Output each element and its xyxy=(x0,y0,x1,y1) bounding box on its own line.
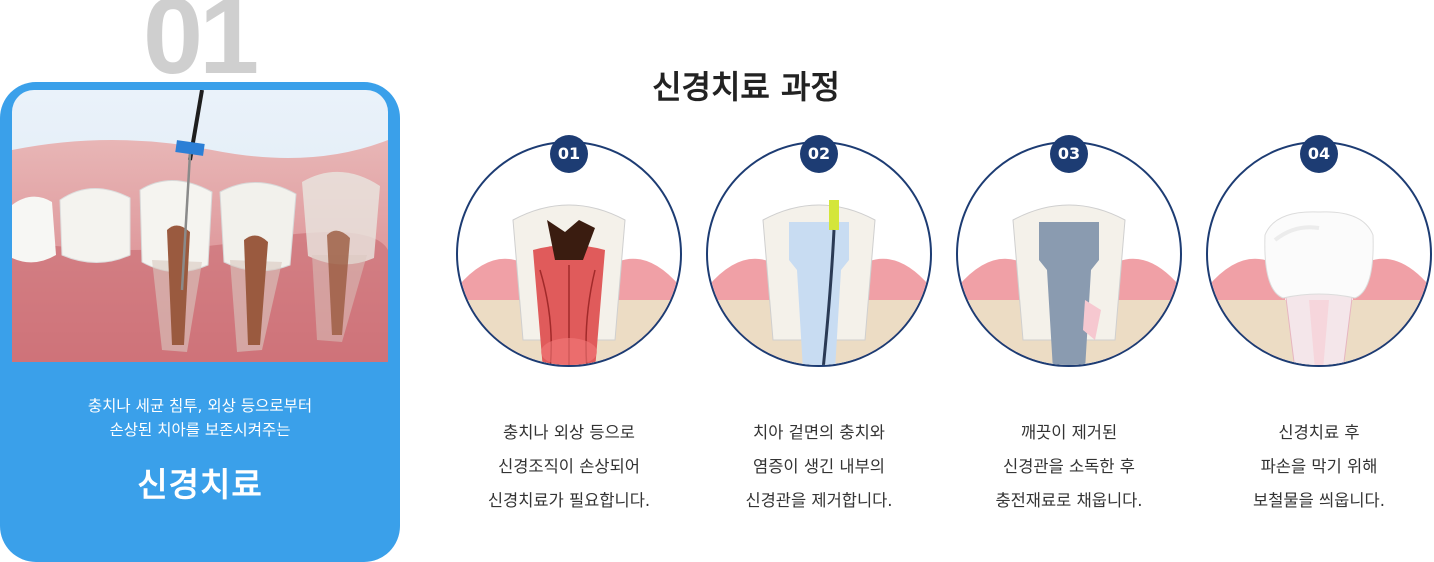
section-title: 신경치료 과정 xyxy=(652,68,840,106)
step-2: 02 치아 겉면의 충치와 염증이 생긴 내부의 신경관을 제거합니다. xyxy=(689,135,949,518)
hero-card: 충치나 세균 침투, 외상 등으로부터 손상된 치아를 보존시켜주는 신경치료 xyxy=(0,82,400,562)
hero-title: 신경치료 xyxy=(137,465,263,504)
step-4-line1: 신경치료 후 xyxy=(1278,423,1360,442)
decayed-tooth-icon xyxy=(456,141,682,367)
step-3-line3: 충전재료로 채웁니다. xyxy=(995,491,1143,510)
hero-number: 01 xyxy=(143,0,259,96)
step-1: 01 충치나 외상 등으로 신경조직이 손상되어 신경치료가 필요합니다. xyxy=(439,135,699,518)
step-3-line2: 신경관을 소독한 후 xyxy=(1003,457,1135,476)
step-2-illustration: 02 xyxy=(705,135,933,368)
canal-cleaning-tooth-icon xyxy=(706,141,932,367)
step-4-illustration: 04 xyxy=(1205,135,1433,368)
step-3-badge: 03 xyxy=(1050,135,1088,173)
step-3: 03 깨끗이 제거된 신경관을 소독한 후 충전재료로 채웁니다. xyxy=(939,135,1199,518)
step-1-text: 충치나 외상 등으로 신경조직이 손상되어 신경치료가 필요합니다. xyxy=(439,416,699,518)
step-2-line3: 신경관을 제거합니다. xyxy=(745,491,893,510)
hero-text: 충치나 세균 침투, 외상 등으로부터 손상된 치아를 보존시켜주는 신경치료 xyxy=(0,394,400,506)
hero-desc-line1: 충치나 세균 침투, 외상 등으로부터 xyxy=(87,397,313,415)
step-4: 04 신경치료 후 파손을 막기 위해 보철물을 씌웁니다. xyxy=(1189,135,1434,518)
step-4-line3: 보철물을 씌웁니다. xyxy=(1253,491,1385,510)
tooth-xray-illustration xyxy=(12,90,388,362)
step-4-line2: 파손을 막기 위해 xyxy=(1260,457,1378,476)
step-1-line2: 신경조직이 손상되어 xyxy=(498,457,640,476)
step-1-badge: 01 xyxy=(550,135,588,173)
filled-canal-tooth-icon xyxy=(956,141,1182,367)
step-1-line1: 충치나 외상 등으로 xyxy=(503,423,635,442)
step-2-text: 치아 겉면의 충치와 염증이 생긴 내부의 신경관을 제거합니다. xyxy=(689,416,949,518)
step-4-badge: 04 xyxy=(1300,135,1338,173)
hero-desc-line2: 손상된 치아를 보존시켜주는 xyxy=(109,421,291,439)
step-2-badge: 02 xyxy=(800,135,838,173)
crowned-tooth-icon xyxy=(1206,141,1432,367)
step-2-line2: 염증이 생긴 내부의 xyxy=(753,457,885,476)
step-3-illustration: 03 xyxy=(955,135,1183,368)
step-1-line3: 신경치료가 필요합니다. xyxy=(487,491,651,510)
step-1-illustration: 01 xyxy=(455,135,683,368)
step-4-text: 신경치료 후 파손을 막기 위해 보철물을 씌웁니다. xyxy=(1189,416,1434,518)
step-3-line1: 깨끗이 제거된 xyxy=(1020,423,1118,442)
step-3-text: 깨끗이 제거된 신경관을 소독한 후 충전재료로 채웁니다. xyxy=(939,416,1199,518)
step-2-line1: 치아 겉면의 충치와 xyxy=(753,423,885,442)
